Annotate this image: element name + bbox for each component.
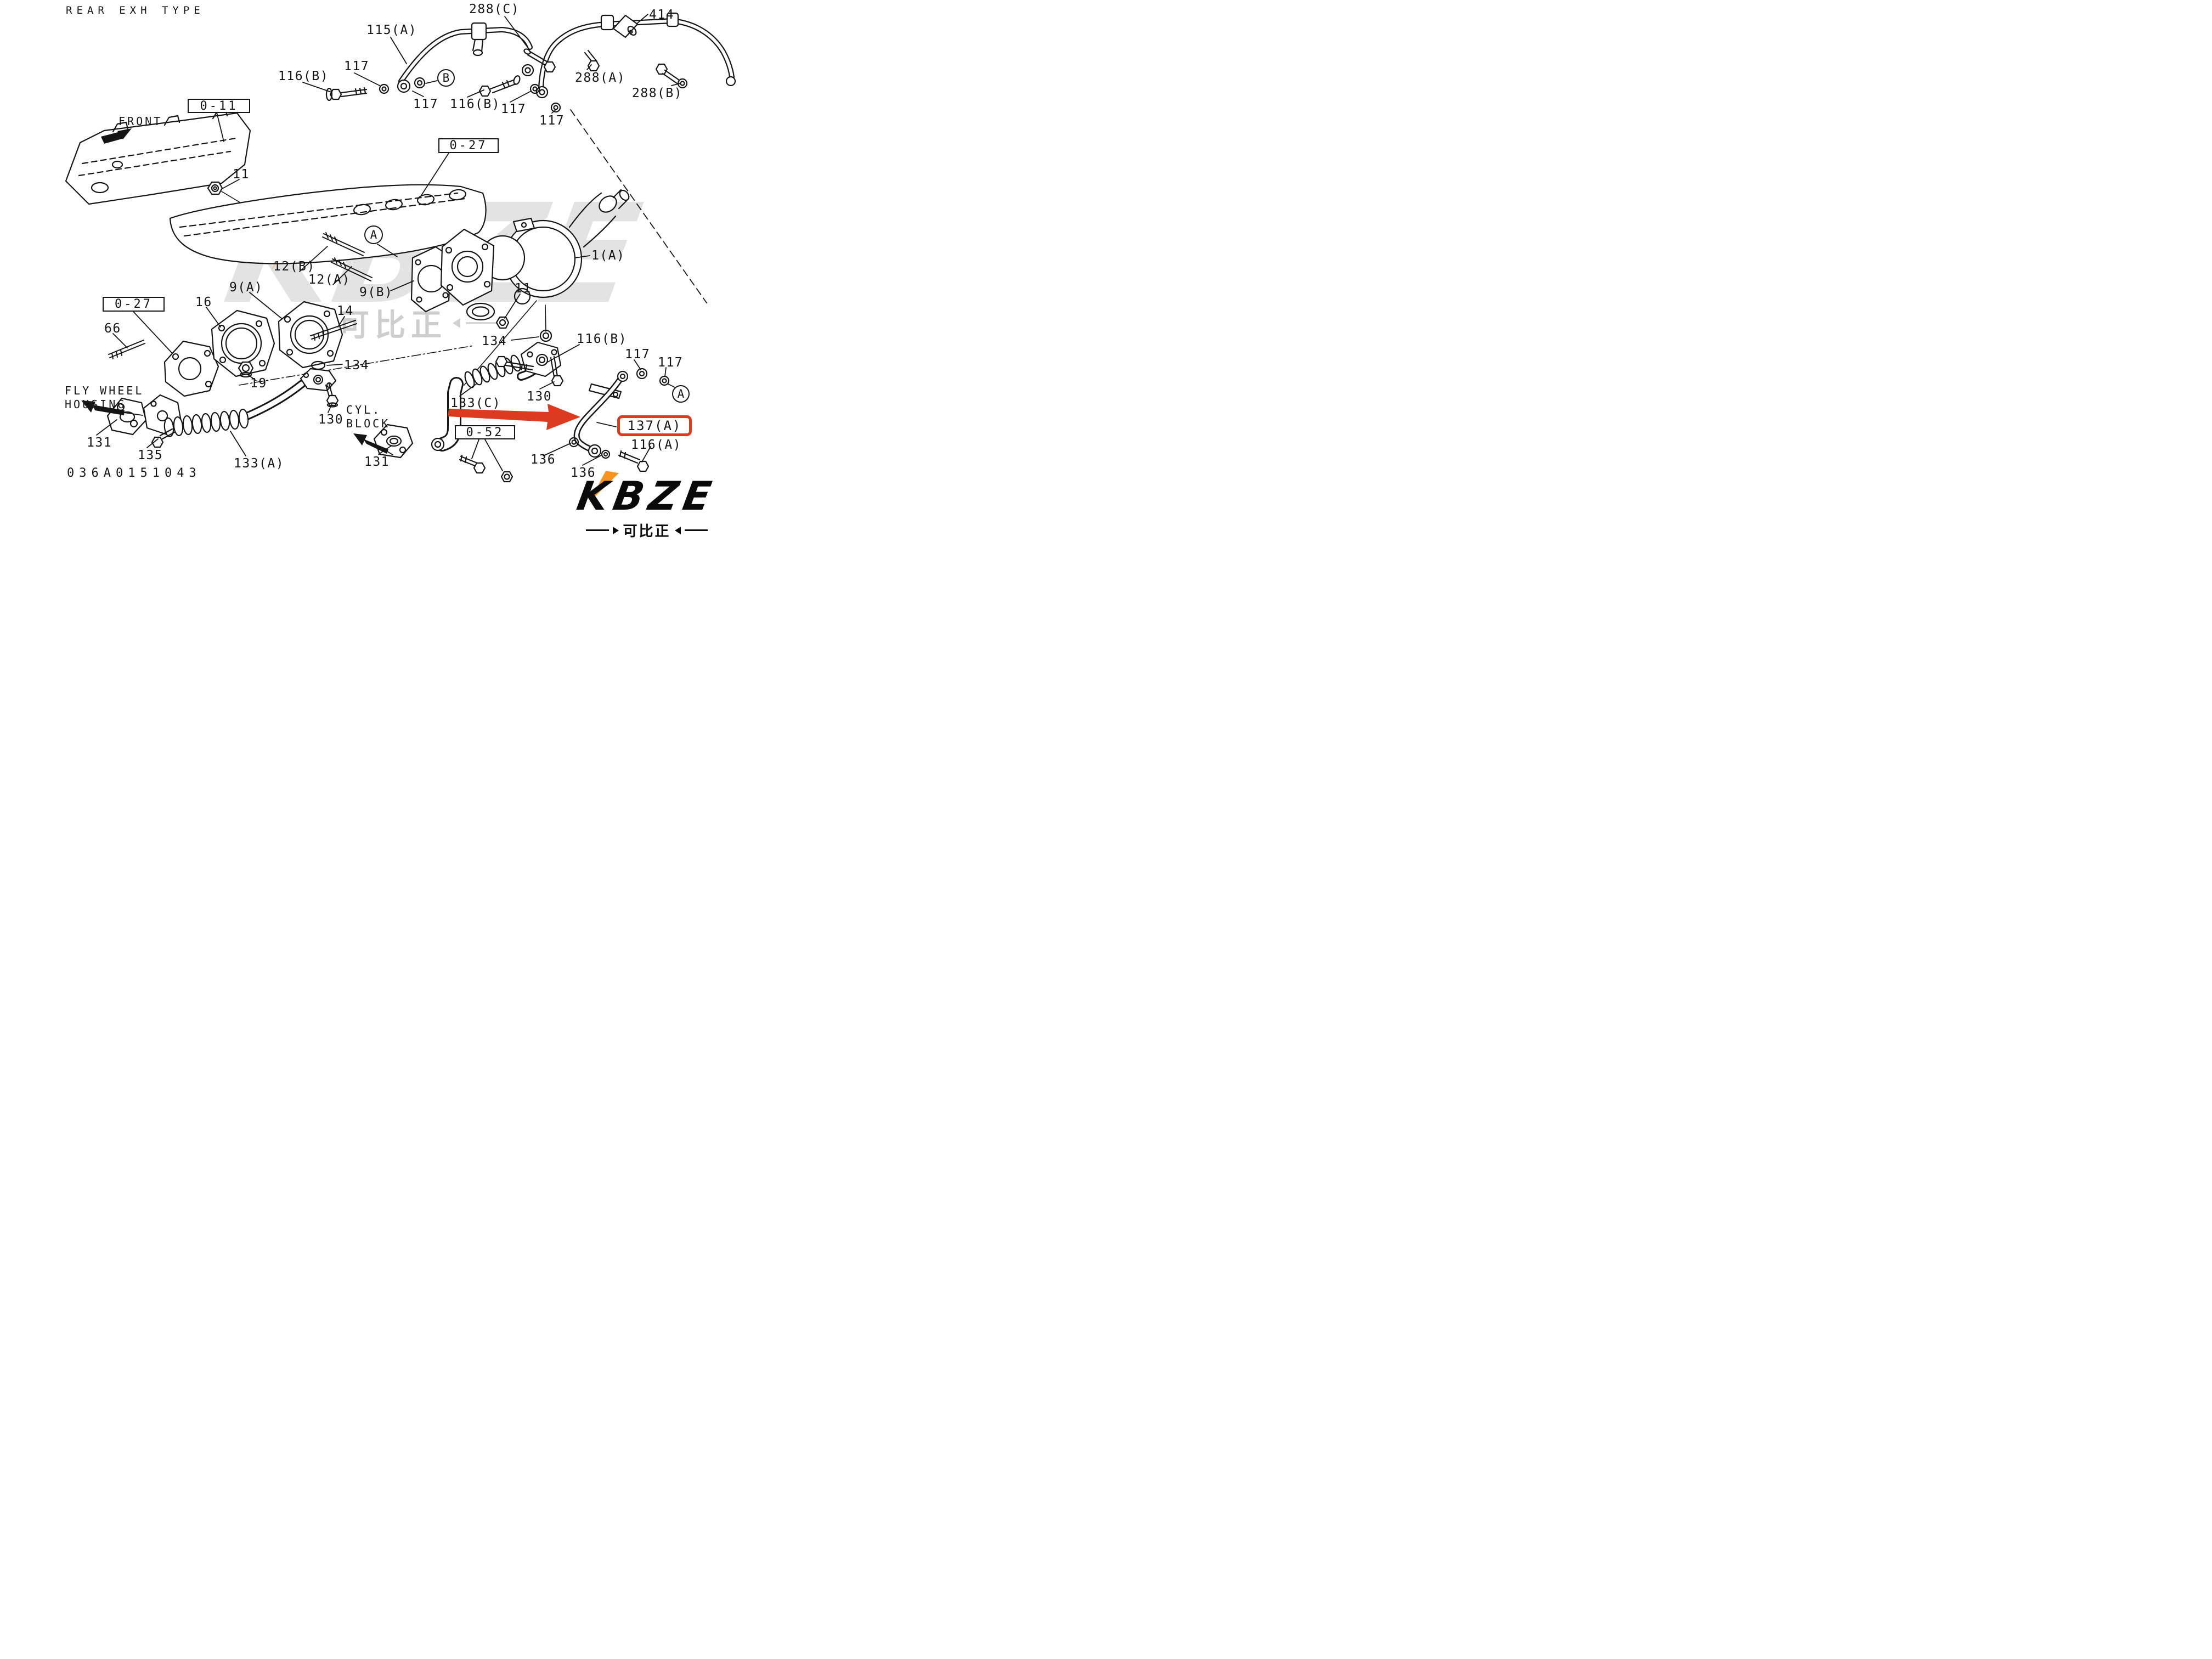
part-label-19-21: 19 — [250, 376, 267, 391]
part-label-117-7: 117 — [501, 102, 527, 116]
highlighted-part-137A: 137(A) — [617, 415, 692, 436]
oil-return-pipe-left-drawing — [106, 360, 339, 438]
view-ref-circle-B-0: B — [437, 69, 455, 87]
part-label-136-36: 136 — [571, 466, 596, 480]
part-label-134-22: 134 — [344, 358, 370, 373]
brand-tagline: 可比正 — [623, 523, 671, 540]
flywheel-arrow-tail — [123, 412, 393, 455]
part-label-131-33: 131 — [364, 455, 390, 469]
part-label-116B-4: 116(B) — [278, 69, 329, 83]
part-label-1A-16: 1(A) — [591, 249, 625, 263]
part-label-116A-34: 116(A) — [631, 438, 682, 452]
section-ref-box-0-11: 0-11 — [188, 99, 250, 113]
brand-logo-text: KBZE — [573, 473, 720, 519]
area-label-cyl-block: CYL. BLOCK — [346, 403, 391, 430]
part-label-133C-28: 133(C) — [450, 396, 501, 410]
brand-logo: KBZE 可比正 — [558, 476, 735, 540]
part-label-117-25: 117 — [625, 347, 651, 362]
part-label-16-18: 16 — [195, 295, 212, 309]
parts-diagram-page: KBZE 可比正 — [0, 0, 737, 553]
highlight-arrow-icon — [448, 404, 580, 430]
brand-line-left — [586, 529, 610, 532]
part-label-9A-14: 9(A) — [229, 280, 263, 295]
part-label-12A-13: 12(A) — [308, 273, 351, 287]
part-label-414-1: 414 — [649, 8, 675, 22]
part-label-288A-8: 288(A) — [575, 71, 626, 85]
part-label-117-26: 117 — [658, 356, 684, 370]
turbocharger-drawing — [410, 189, 630, 321]
part-label-131-29: 131 — [87, 436, 112, 450]
part-label-117-5: 117 — [413, 97, 439, 111]
leader-lines — [96, 14, 681, 471]
highlighted-part-label: 137(A) — [627, 418, 682, 433]
part-label-136-35: 136 — [531, 453, 556, 467]
part-label-9B-15: 9(B) — [359, 285, 393, 300]
brand-line-right — [684, 529, 708, 532]
brand-arrow-right-icon — [613, 526, 619, 534]
oil-feed-pipe-drawings — [397, 12, 736, 99]
part-label-134-23: 134 — [482, 334, 507, 348]
oil-pipe-137-drawing — [568, 370, 650, 472]
part-label-130-32: 130 — [318, 413, 344, 427]
part-label-288C-0: 288(C) — [469, 2, 520, 16]
fastener-drawings — [151, 48, 688, 448]
part-label-11-17: 11 — [515, 281, 532, 296]
area-label-fly-wheel-housing: FLY WHEEL HOUSING — [65, 384, 144, 411]
part-label-288B-10: 288(B) — [632, 86, 683, 100]
section-ref-box-0-27: 0-27 — [103, 297, 165, 312]
front-label: FRONT — [119, 115, 163, 128]
view-ref-circle-A-1: A — [364, 225, 383, 244]
part-label-116B-6: 116(B) — [450, 97, 501, 111]
part-label-117-9: 117 — [539, 114, 565, 128]
part-label-117-3: 117 — [344, 59, 370, 74]
part-label-116B-24: 116(B) — [577, 332, 628, 346]
part-label-115A-2: 115(A) — [366, 23, 417, 37]
part-label-133A-31: 133(A) — [234, 456, 285, 471]
brand-arrow-left-icon — [674, 526, 681, 534]
part-label-14-19: 14 — [337, 304, 354, 318]
section-ref-box-0-27: 0-27 — [438, 138, 499, 153]
view-ref-circle-A-2: A — [672, 385, 690, 403]
doc-number: 036A0151043 — [67, 466, 201, 480]
diagram-line-art — [65, 12, 736, 483]
direction-arrows — [81, 128, 388, 454]
section-ref-box-0-52: 0-52 — [455, 425, 515, 439]
part-label-130-27: 130 — [527, 390, 552, 404]
stud-drawings — [108, 232, 373, 359]
part-label-12B-12: 12(B) — [273, 259, 315, 274]
part-label-66-20: 66 — [104, 321, 121, 336]
part-label-135-30: 135 — [138, 448, 163, 462]
page-title: REAR EXH TYPE — [66, 4, 205, 16]
part-label-11-11: 11 — [233, 167, 250, 182]
manifold-drawing — [169, 184, 487, 264]
